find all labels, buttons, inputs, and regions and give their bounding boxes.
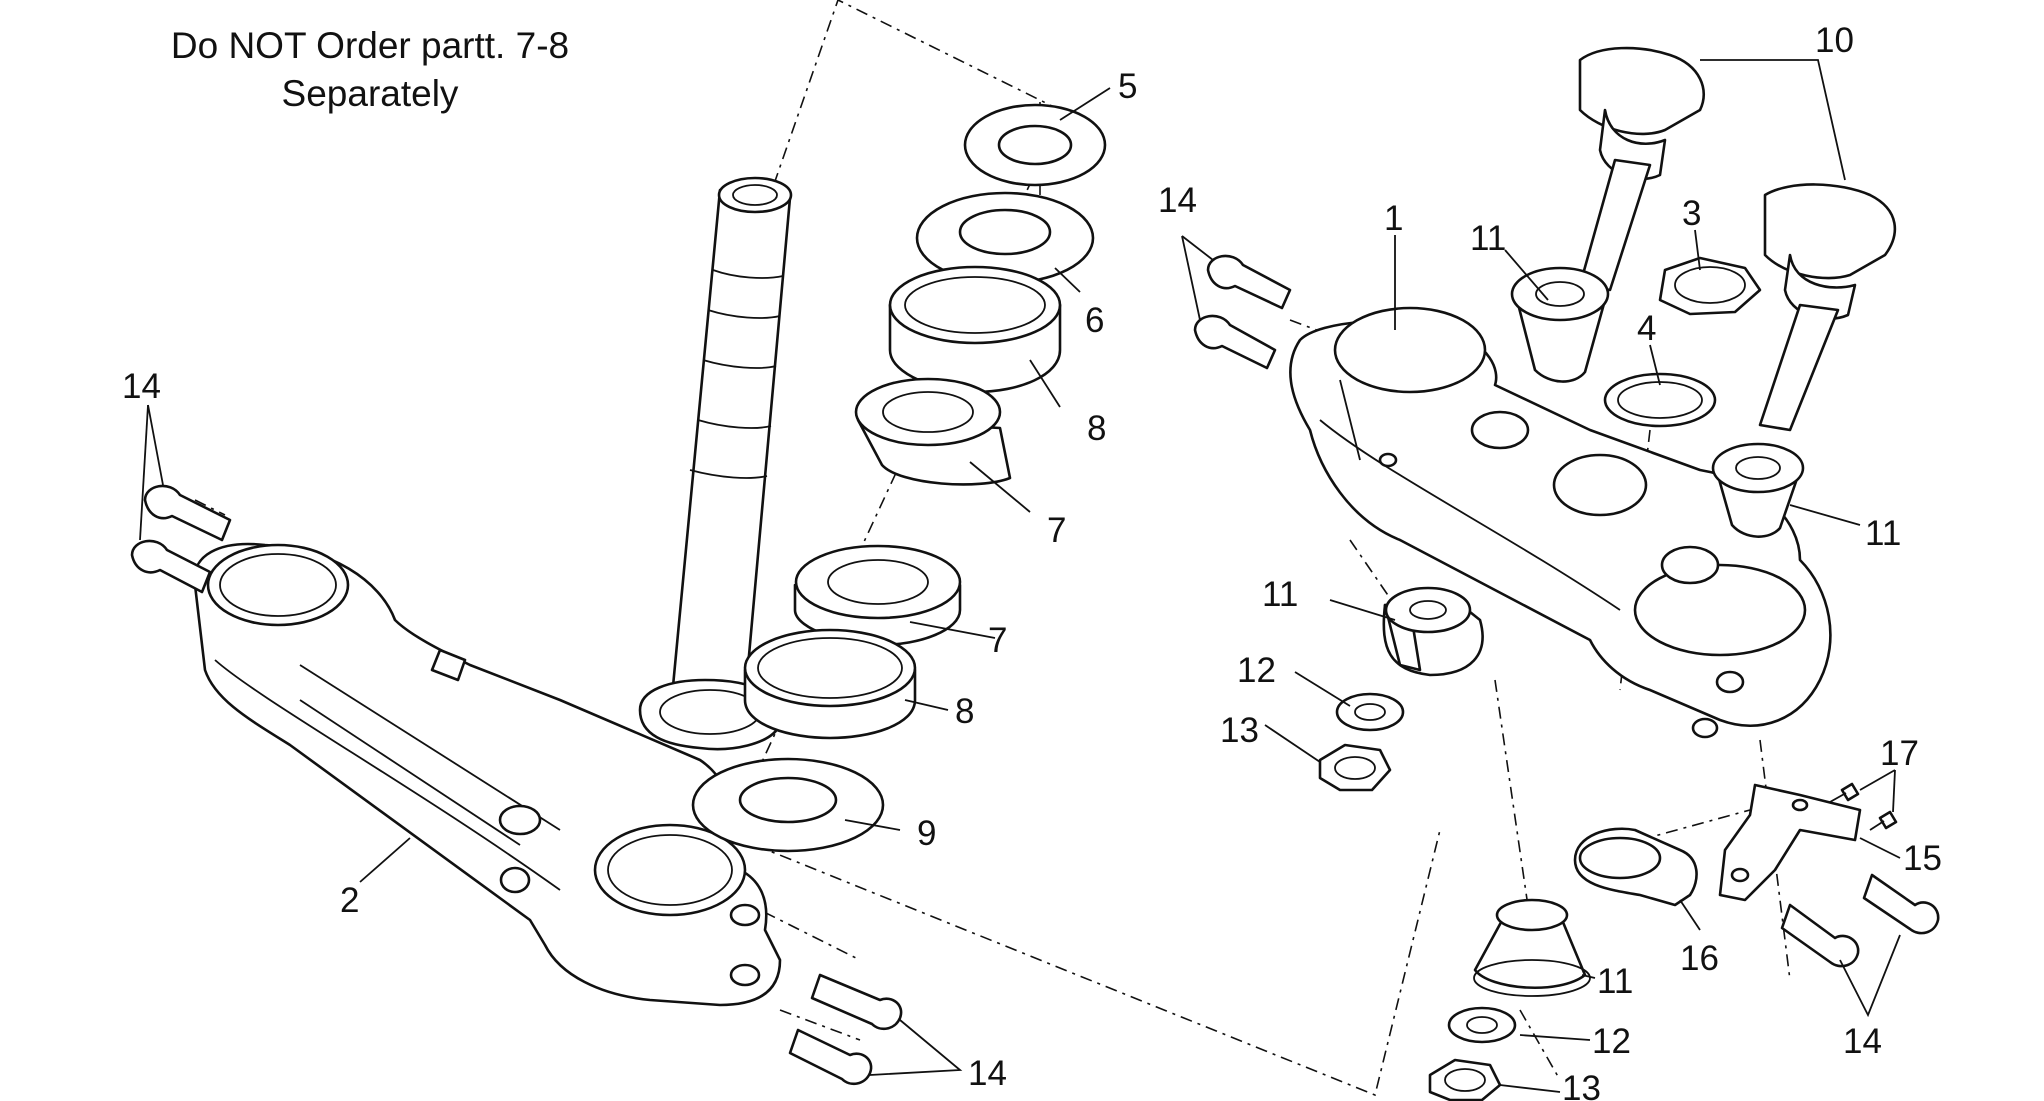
callout-16: 16 bbox=[1680, 939, 1719, 978]
nut-13-mid bbox=[1318, 743, 1392, 792]
bushing-11-right bbox=[1711, 442, 1805, 538]
bracket-15 bbox=[1718, 783, 1862, 902]
washer-12-mid bbox=[1335, 692, 1405, 732]
callout-11b: 11 bbox=[1865, 514, 1901, 553]
nut-3 bbox=[1658, 256, 1762, 316]
bushing-11-mid bbox=[1382, 586, 1484, 677]
callout-14a: 14 bbox=[122, 367, 161, 406]
note-text: Do NOT Order partt. 7-8 Separately bbox=[95, 22, 645, 118]
callout-8a: 8 bbox=[1087, 409, 1106, 448]
callout-1: 1 bbox=[1384, 199, 1403, 238]
bearing-stack bbox=[691, 103, 1107, 853]
callout-13a: 13 bbox=[1220, 711, 1259, 750]
upper-triple-clamp bbox=[1289, 306, 1832, 739]
bushing-11-top bbox=[1510, 266, 1610, 383]
bolts-14-left bbox=[130, 484, 232, 594]
note-line-1: Do NOT Order partt. 7-8 bbox=[170, 25, 570, 66]
note-line-2: Separately bbox=[281, 73, 459, 114]
handlebar-right-2 bbox=[1758, 183, 1897, 432]
washer-4 bbox=[1603, 372, 1717, 428]
callout-12a: 12 bbox=[1237, 651, 1276, 690]
callout-6: 6 bbox=[1085, 301, 1104, 340]
callout-11a: 11 bbox=[1470, 219, 1506, 258]
nut-13-low bbox=[1428, 1058, 1502, 1101]
leader-lines bbox=[139, 59, 1901, 1093]
callout-11c: 11 bbox=[1262, 575, 1298, 614]
bolts-14-center bbox=[788, 973, 903, 1086]
callout-12b: 12 bbox=[1592, 1022, 1631, 1061]
lower-triple-clamp bbox=[193, 542, 782, 1007]
screws-17 bbox=[1829, 782, 1898, 831]
callout-2: 2 bbox=[340, 881, 359, 920]
callout-14d: 14 bbox=[1843, 1022, 1882, 1061]
callout-10: 10 bbox=[1815, 21, 1854, 60]
callout-3: 3 bbox=[1682, 194, 1701, 233]
callout-14c: 14 bbox=[1158, 181, 1197, 220]
callout-13b: 13 bbox=[1562, 1069, 1601, 1101]
callout-14b: 14 bbox=[968, 1054, 1007, 1093]
callout-7b: 7 bbox=[988, 621, 1007, 660]
callout-8b: 8 bbox=[955, 692, 974, 731]
bolts-14-lower-right bbox=[1780, 873, 1940, 968]
callout-7a: 7 bbox=[1047, 511, 1066, 550]
callout-11d: 11 bbox=[1597, 962, 1633, 1001]
washer-12-low bbox=[1447, 1006, 1517, 1044]
callout-17: 17 bbox=[1880, 734, 1919, 773]
callout-4: 4 bbox=[1637, 309, 1656, 348]
callout-9: 9 bbox=[917, 814, 936, 853]
clamp-16 bbox=[1573, 827, 1698, 907]
bushing-11-low bbox=[1473, 898, 1591, 997]
bolts-14-upper-right bbox=[1193, 254, 1292, 370]
handlebar-right-1 bbox=[1578, 46, 1706, 292]
callouts: 1 2 3 4 5 6 7 7 8 8 9 10 11 11 11 11 12 … bbox=[122, 21, 1942, 1101]
callout-15: 15 bbox=[1903, 839, 1942, 878]
callout-5: 5 bbox=[1118, 67, 1137, 106]
